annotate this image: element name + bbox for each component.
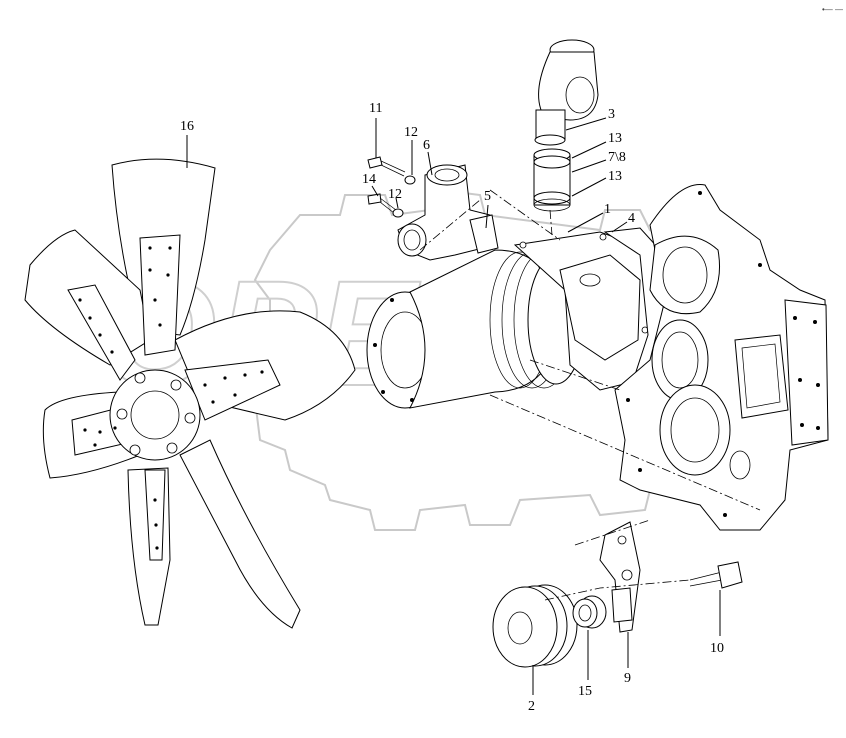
- callout-1: 1: [604, 202, 611, 217]
- callout-labels: 16 11 12 6 14 12 5 3 13 7\8 13 1 4 10 9 …: [180, 101, 724, 714]
- fan-spider-upper: [139, 234, 181, 356]
- hose-clamp-upper: [533, 155, 571, 169]
- mid-port-bore: [661, 331, 699, 389]
- callout-14: 14: [362, 172, 376, 187]
- bracket-tab: [611, 587, 633, 623]
- center-line: [574, 519, 651, 546]
- bolt-14-head: [367, 193, 382, 205]
- leader-12b: [395, 197, 399, 209]
- bolt-10-head: [717, 561, 743, 589]
- leader-3: [565, 117, 607, 131]
- pump-bolt-hole: [599, 233, 607, 241]
- washer-12-upper: [404, 175, 416, 185]
- callout-15: 15: [578, 684, 592, 699]
- pump-inlet: [579, 273, 601, 287]
- callout-4: 4: [628, 211, 635, 226]
- callout-9: 9: [624, 671, 631, 686]
- bolt-14-shank: [379, 197, 397, 214]
- elbow-port: [565, 76, 595, 114]
- fan-blade-lower-right: [179, 439, 301, 629]
- center-line: [549, 209, 553, 236]
- leader-13a: [571, 141, 607, 159]
- water-hose: [533, 148, 571, 212]
- bolt-10: [689, 561, 743, 589]
- callout-13-upper: 13: [608, 131, 622, 146]
- callout-7-8: 7\8: [608, 150, 626, 165]
- leader-14: [371, 185, 379, 197]
- callout-16: 16: [180, 119, 194, 134]
- hub-bolt: [134, 372, 146, 384]
- hub-bolt: [184, 412, 196, 424]
- callout-12-upper: 12: [404, 125, 418, 140]
- center-line: [419, 199, 481, 251]
- fan-hub-bolts: [116, 372, 196, 456]
- water-elbow: [534, 39, 599, 146]
- bolt-11-head: [367, 156, 383, 169]
- callout-3: 3: [608, 107, 615, 122]
- callout-12-lower: 12: [388, 187, 402, 202]
- neck-bore: [434, 168, 460, 182]
- bracket-hole: [617, 535, 627, 545]
- leader-7-8: [571, 159, 607, 173]
- fan-spider-left: [67, 284, 136, 381]
- fan-spider-bottom: [144, 469, 166, 561]
- leader-4: [611, 221, 628, 233]
- pulley-spacer: [572, 595, 607, 629]
- hub-bolt: [116, 408, 128, 420]
- hub-bolt: [166, 442, 178, 454]
- thermostat-housing: [397, 164, 496, 261]
- callout-6: 6: [423, 138, 430, 153]
- leader-5: [485, 204, 489, 229]
- bolt-14: [367, 193, 397, 214]
- side-port-bore: [403, 229, 421, 251]
- spacer-bore: [578, 604, 592, 622]
- center-line: [544, 579, 691, 601]
- fan-spacer: [366, 249, 585, 409]
- idler-bracket: [599, 521, 641, 633]
- leader-6: [427, 151, 433, 176]
- hose-bottom: [533, 198, 571, 212]
- bolt-10-shank: [689, 571, 723, 587]
- upper-port-bore: [662, 246, 708, 304]
- outlet-bracket: [469, 214, 499, 254]
- corner-mark: •— —: [822, 5, 843, 14]
- callout-10: 10: [710, 641, 724, 656]
- hub-bolt: [170, 379, 182, 391]
- timing-cover-side-pad: [734, 334, 789, 419]
- watermark-gear-outline: [253, 188, 721, 531]
- hose-clamp-lower: [533, 191, 571, 205]
- leader-1: [567, 212, 604, 233]
- callout-5: 5: [484, 189, 491, 204]
- callout-11: 11: [369, 101, 382, 116]
- fan-assembly: [24, 158, 356, 629]
- leader-13b: [571, 177, 607, 197]
- lower-port-bore: [670, 397, 720, 463]
- callout-2: 2: [528, 699, 535, 714]
- hub-bolt: [129, 444, 141, 456]
- side-pad-inner: [741, 343, 781, 409]
- bracket-hole: [621, 569, 633, 581]
- leader-lines: [186, 117, 721, 695]
- crank-pulley: [492, 584, 578, 668]
- pump-bolt-hole: [519, 241, 527, 249]
- center-line: [489, 189, 561, 241]
- center-line: [529, 359, 621, 391]
- center-line: [489, 394, 761, 511]
- timing-cover-bolt-holes: [626, 191, 820, 517]
- washer-12-lower: [392, 208, 404, 218]
- elbow-tube-end: [534, 134, 566, 146]
- fan-hub-bore: [130, 390, 180, 440]
- fan-rivets: [78, 246, 264, 550]
- timing-cover-small-bore: [729, 450, 751, 480]
- callout-13-lower: 13: [608, 169, 622, 184]
- timing-cover-right-flange: [784, 299, 829, 446]
- bolt-11-shank: [380, 160, 406, 177]
- bolt-11: [367, 156, 406, 177]
- water-pump: [513, 231, 666, 391]
- pulley-bore: [507, 611, 533, 645]
- timing-cover: [614, 184, 829, 531]
- center-lines: [419, 189, 761, 601]
